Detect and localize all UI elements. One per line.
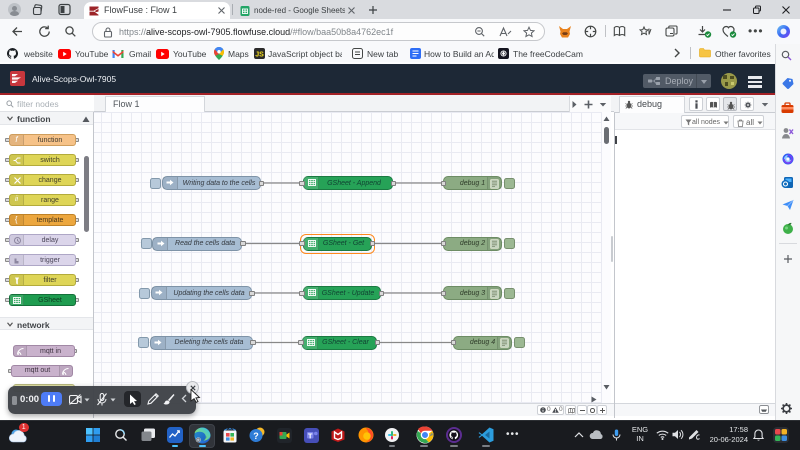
svg-text:JS: JS bbox=[255, 52, 264, 59]
svg-text:T: T bbox=[308, 432, 313, 441]
svg-text:?: ? bbox=[253, 431, 259, 441]
